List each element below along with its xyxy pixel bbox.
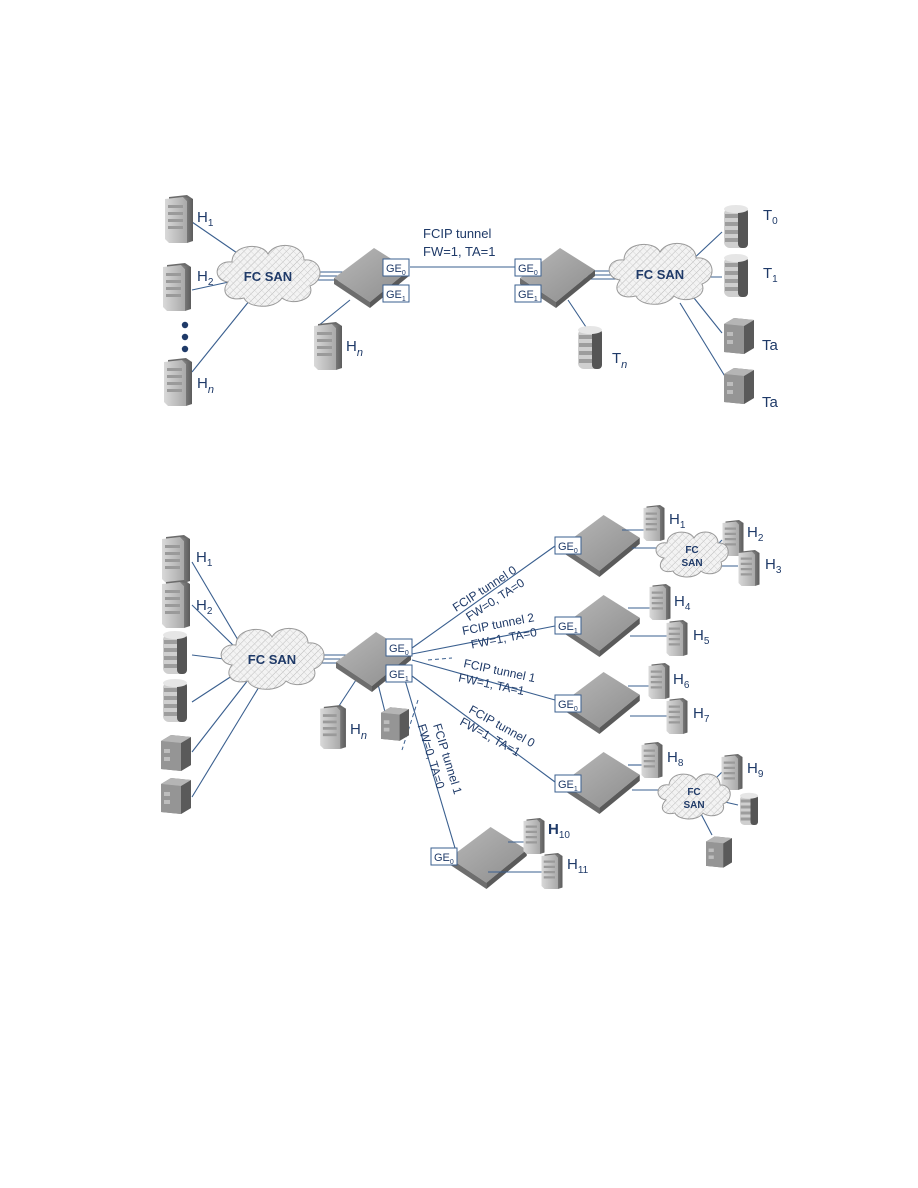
server-icon bbox=[164, 358, 192, 406]
host-label: H1 bbox=[669, 511, 686, 531]
host-label: Hn bbox=[346, 338, 363, 359]
storage-icon bbox=[740, 792, 758, 825]
port-ge0-remote3: GE0 bbox=[554, 694, 582, 713]
storage-icon bbox=[163, 631, 187, 674]
server-icon bbox=[163, 263, 191, 311]
fc-san-cloud-small-2: FC SAN bbox=[657, 773, 731, 820]
ellipsis-dots bbox=[181, 321, 189, 353]
fc-san-cloud-main: FC SAN bbox=[220, 628, 325, 690]
server-icon bbox=[666, 698, 688, 734]
port-ge0-right: GE0 bbox=[514, 258, 542, 277]
host-label: H2 bbox=[197, 268, 214, 288]
server-icon bbox=[320, 705, 346, 749]
fc-san-cloud-small-1: FC SAN bbox=[655, 531, 729, 578]
target-label: T0 bbox=[763, 207, 778, 227]
port-ge1-remote2: GE1 bbox=[554, 616, 582, 635]
server-icon bbox=[738, 550, 760, 586]
svg-text:GE0: GE0 bbox=[558, 699, 578, 713]
storage-icon bbox=[163, 679, 187, 722]
storage-box-icon bbox=[706, 836, 732, 868]
server-icon bbox=[649, 584, 671, 620]
server-icon bbox=[162, 580, 190, 628]
server-icon bbox=[162, 535, 190, 583]
port-ge1-left: GE1 bbox=[382, 284, 410, 303]
storage-box-icon bbox=[381, 707, 409, 741]
target-label: T1 bbox=[763, 265, 778, 285]
storage-icon bbox=[578, 326, 602, 369]
port-ge1-right: GE1 bbox=[514, 284, 542, 303]
svg-text:GE1: GE1 bbox=[389, 669, 409, 683]
san-label: FC SAN bbox=[636, 267, 684, 282]
svg-text:GE1: GE1 bbox=[518, 289, 538, 303]
target-label: Ta bbox=[762, 394, 779, 411]
port-ge0-remote5: GE0 bbox=[430, 847, 458, 866]
host-label: H1 bbox=[196, 549, 213, 569]
host-label: H9 bbox=[747, 760, 764, 780]
tunnel-label-4: FCIP tunnel 0 FW=1, TA=1 bbox=[458, 702, 538, 759]
port-ge1-remote4: GE1 bbox=[554, 774, 582, 793]
figure-2: FC SAN GE0 GE1 FCIP tunnel 0 FW=0, TA=0 … bbox=[161, 505, 782, 889]
figure-1: FC SAN FC SAN GE0 GE1 GE0 GE1 FCIP tunne… bbox=[163, 195, 779, 411]
server-icon bbox=[314, 322, 342, 370]
host-label: H11 bbox=[567, 856, 589, 876]
svg-text:FC: FC bbox=[687, 787, 700, 798]
host-label: H4 bbox=[674, 593, 691, 613]
host-label: H2 bbox=[747, 524, 764, 544]
host-label: Hn bbox=[350, 721, 367, 742]
switch-icon bbox=[449, 827, 527, 889]
svg-text:GE1: GE1 bbox=[386, 289, 406, 303]
storage-box-icon bbox=[724, 318, 754, 354]
host-label: H8 bbox=[667, 749, 684, 769]
server-icon bbox=[721, 754, 743, 790]
server-icon bbox=[165, 195, 193, 243]
server-icon bbox=[643, 505, 665, 541]
tunnel-label-5: FCIP tunnel 1 FW=0, TA=0 bbox=[415, 722, 465, 796]
server-icon bbox=[666, 620, 688, 656]
fc-san-cloud-right: FC SAN bbox=[608, 243, 713, 305]
tunnel-params: FW=1, TA=1 bbox=[423, 244, 496, 259]
host-label: H5 bbox=[693, 627, 710, 647]
port-ge0-center: GE0 bbox=[385, 638, 413, 657]
storage-box-icon bbox=[161, 778, 191, 814]
san-label: FC SAN bbox=[244, 269, 292, 284]
host-label: H1 bbox=[197, 209, 214, 229]
server-icon bbox=[648, 663, 670, 699]
svg-text:GE0: GE0 bbox=[386, 263, 406, 277]
storage-box-icon bbox=[724, 368, 754, 404]
svg-text:SAN: SAN bbox=[683, 800, 704, 811]
target-label: Tn bbox=[612, 350, 627, 371]
host-label: Hn bbox=[197, 375, 214, 396]
svg-text:GE0: GE0 bbox=[558, 541, 578, 555]
server-icon bbox=[641, 742, 663, 778]
server-icon bbox=[523, 818, 545, 854]
storage-box-icon bbox=[161, 735, 191, 771]
host-label: H3 bbox=[765, 556, 782, 576]
fc-san-cloud-left: FC SAN bbox=[216, 245, 321, 307]
svg-text:FC: FC bbox=[685, 545, 698, 556]
san-label: FC SAN bbox=[248, 652, 296, 667]
svg-text:GE0: GE0 bbox=[434, 852, 454, 866]
port-ge1-center: GE1 bbox=[385, 664, 413, 683]
target-label: Ta bbox=[762, 337, 779, 354]
tunnel-label-3: FCIP tunnel 1 FW=1, TA=1 bbox=[457, 656, 537, 698]
port-ge0-remote1: GE0 bbox=[554, 536, 582, 555]
svg-text:SAN: SAN bbox=[681, 558, 702, 569]
tunnel-title: FCIP tunnel bbox=[423, 226, 492, 241]
server-icon bbox=[541, 853, 563, 889]
storage-icon bbox=[724, 205, 748, 248]
host-label: H7 bbox=[693, 705, 710, 725]
svg-text:GE0: GE0 bbox=[389, 643, 409, 657]
svg-text:GE1: GE1 bbox=[558, 621, 578, 635]
svg-text:GE1: GE1 bbox=[558, 779, 578, 793]
host-label: H2 bbox=[196, 597, 213, 617]
port-ge0-left: GE0 bbox=[382, 258, 410, 277]
storage-icon bbox=[724, 254, 748, 297]
host-label: H6 bbox=[673, 671, 690, 691]
host-label: H10 bbox=[548, 821, 570, 841]
svg-text:GE0: GE0 bbox=[518, 263, 538, 277]
